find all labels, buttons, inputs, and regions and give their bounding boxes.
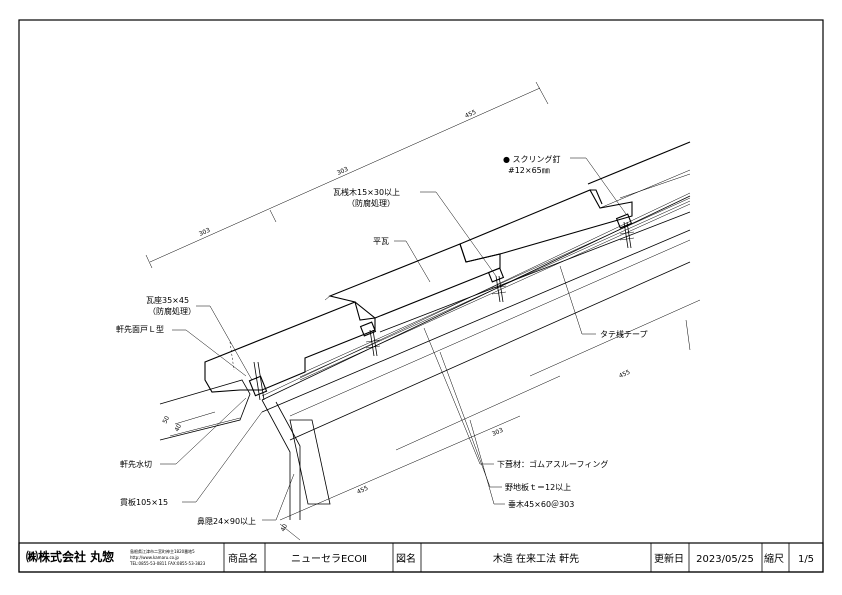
- dim-bottom: 455: [356, 485, 369, 496]
- dim-inner: 303: [491, 427, 504, 438]
- dim-small-a: 50: [162, 415, 172, 425]
- company-url: http://www.kamaru.co.jp: [130, 555, 179, 560]
- label-kawaraza-line2: （防腐処理）: [148, 306, 196, 316]
- dim-left-span: 303: [198, 227, 211, 238]
- drawing-label: 図名: [396, 552, 416, 565]
- dim-right-lower: 455: [618, 369, 631, 380]
- dim-nose: 40: [280, 523, 290, 533]
- sheet-border: [18, 19, 824, 573]
- label-screw-nail-line1: ● スクリング釘: [503, 154, 561, 164]
- label-sheathing: 野地板ｔ＝12以上: [505, 482, 571, 492]
- company-address: 島根県江津市二宮町神主1820番地5: [130, 548, 195, 554]
- dim-small-b: 40: [174, 423, 184, 433]
- scale-label: 縮尺: [764, 552, 784, 565]
- updated-date: 2023/05/25: [696, 554, 754, 565]
- label-kawaraza-line1: 瓦座35×45: [146, 295, 189, 305]
- dimension-lines: 455 303 303 455 303 455 50 40 40: [145, 81, 701, 541]
- label-screw-nail-line2: #12×65㎜: [508, 166, 550, 175]
- label-underlay: 下葺材：ゴムアスルーフィング: [497, 459, 608, 469]
- scale-value: 1/5: [798, 554, 814, 565]
- roof-section-drawing: [159, 141, 691, 520]
- label-nokisaki-mizukiri: 軒先水切: [120, 459, 152, 469]
- label-batten-line2: （防腐処理）: [347, 198, 395, 208]
- label-hiragawara: 平瓦: [373, 237, 389, 246]
- drawing-name: 木造 在来工法 軒先: [493, 552, 579, 565]
- updated-label: 更新日: [654, 552, 684, 565]
- label-nuki: 貫板105×15: [120, 497, 168, 507]
- dim-top: 455: [464, 109, 477, 120]
- label-hanakakushi: 鼻隠24×90以上: [197, 516, 256, 526]
- label-nokisaki-mendo: 軒先面戸Ｌ型: [116, 324, 164, 334]
- label-batten-line1: 瓦桟木15×30以上: [333, 187, 400, 197]
- dim-upper-mid: 303: [336, 166, 349, 177]
- product-name: ニューセラECOⅡ: [291, 553, 367, 565]
- product-label: 商品名: [228, 552, 258, 565]
- callouts: ● スクリング釘 #12×65㎜ 瓦桟木15×30以上 （防腐処理） 平瓦 瓦座…: [116, 154, 648, 526]
- label-rafter: 垂木45×60＠303: [508, 499, 574, 509]
- label-tatesan-tape: タテ桟テープ: [600, 329, 648, 339]
- title-block: ㈱株式会社 丸惣 島根県江津市二宮町神主1820番地5 http://www.k…: [18, 542, 824, 573]
- company-logo: ㈱株式会社 丸惣: [26, 549, 114, 564]
- company-tel: TEL:0855-53-0811 FAX:0855-53-3823: [129, 561, 206, 566]
